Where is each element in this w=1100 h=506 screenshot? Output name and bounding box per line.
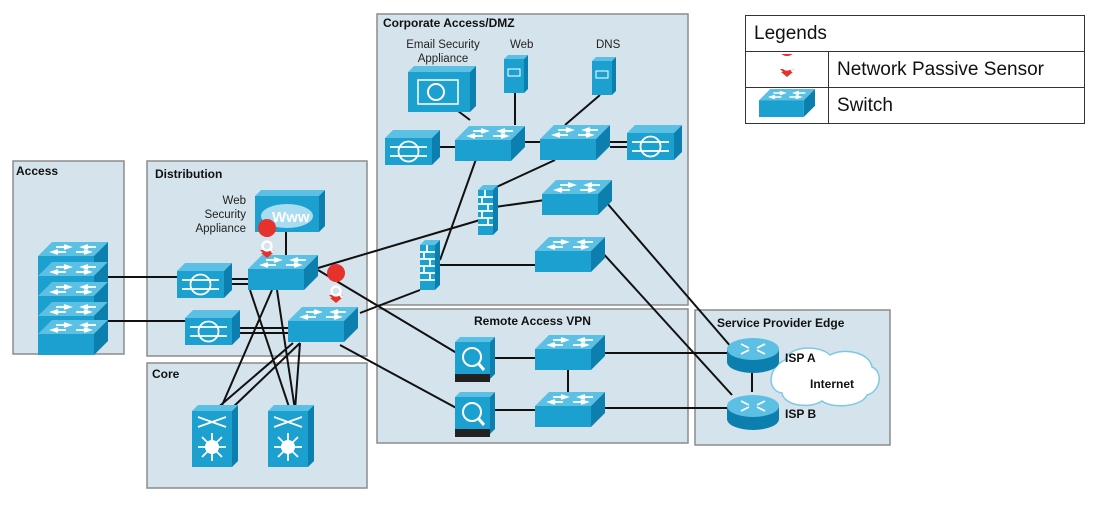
dmz-appliance [626, 124, 683, 161]
dmz-appliance [384, 129, 441, 166]
dns-label: DNS [596, 39, 621, 51]
network-passive-sensor-icon [776, 36, 798, 78]
firewall [477, 184, 499, 236]
legend-title: Legends [745, 15, 1085, 52]
internet-cloud: Internet [770, 347, 880, 407]
dmz-switch [539, 124, 611, 161]
dmz-switch [541, 179, 613, 216]
zone-vpn: Remote Access VPN [376, 308, 689, 444]
svg-text:Www: Www [272, 209, 310, 226]
zone-title: Remote Access VPN [474, 314, 591, 328]
dmz-switch [534, 236, 606, 273]
dmz-switch [454, 125, 526, 162]
web-label: Web [510, 39, 533, 51]
access-switch-stack [37, 241, 109, 356]
core-switch [267, 404, 315, 468]
firewall [419, 239, 441, 291]
isp-a-label: ISP A [785, 351, 816, 365]
internet-label: Internet [810, 377, 854, 391]
web-server [503, 54, 529, 94]
distribution-switch [287, 306, 359, 343]
vpn-concentrator [453, 390, 497, 439]
zone-title: Core [152, 367, 180, 381]
router-isp-b [726, 394, 780, 431]
switch-icon [758, 87, 816, 118]
links [108, 93, 753, 411]
email-security-appliance [408, 66, 476, 112]
isp-b-label: ISP B [785, 407, 816, 421]
legend-label: Network Passive Sensor [828, 51, 1085, 88]
vpn-switch [534, 391, 606, 428]
zone-title: Corporate Access/DMZ [383, 16, 515, 30]
zone-core: Core [146, 362, 368, 489]
zone-title: Service Provider Edge [717, 316, 845, 330]
legend-item: Network Passive Sensor [745, 36, 1085, 88]
dns-server [591, 56, 617, 96]
vpn-concentrator [453, 335, 497, 384]
distribution-appliance [176, 262, 233, 299]
zone-title: Distribution [155, 167, 222, 181]
distribution-appliance [184, 309, 241, 346]
legend-label: Switch [828, 87, 1085, 124]
zone-title: Access [16, 164, 58, 178]
core-switch [191, 404, 239, 468]
distribution-switch [247, 254, 319, 291]
router-isp-a [726, 337, 780, 374]
legend: Legends Network Passive Sensor Switch [745, 15, 1085, 124]
vpn-switch [534, 334, 606, 371]
legend-item: Switch [745, 87, 1085, 124]
